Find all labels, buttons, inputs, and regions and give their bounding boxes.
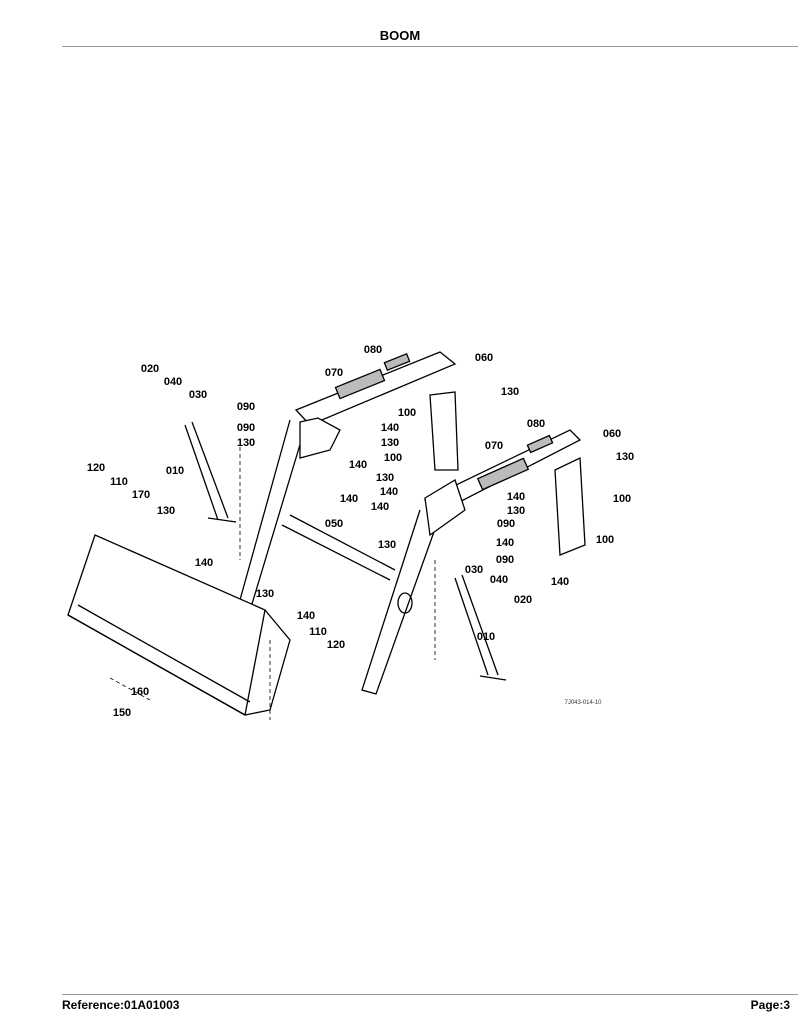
callout-label: 130 (380, 437, 400, 449)
callout-label: 140 (194, 557, 214, 569)
callout-label: 150 (112, 707, 132, 719)
cross-tube (281, 514, 396, 581)
callout-label: 130 (375, 472, 395, 484)
callout-label: 050 (324, 518, 344, 530)
callout-label: 110 (110, 476, 128, 488)
callout-label: 100 (383, 452, 403, 464)
callout-label: 140 (380, 422, 400, 434)
callout-label: 110 (309, 626, 327, 638)
right-mount-bracket (554, 456, 586, 556)
callout-label: 140 (506, 491, 526, 503)
callout-label: 040 (489, 574, 509, 586)
page-number: Page:3 (750, 998, 790, 1012)
callout-label: 080 (526, 418, 546, 430)
callout-label: 100 (595, 534, 615, 546)
callout-label: 090 (236, 422, 256, 434)
callout-label: 120 (326, 639, 346, 651)
left-boom-arm (239, 351, 457, 605)
callout-label: 020 (513, 594, 533, 606)
figure-code: 7J043-014-10 (564, 700, 602, 706)
left-stand (184, 421, 237, 523)
leader-lines (109, 440, 436, 720)
reference-number: Reference:01A01003 (62, 998, 180, 1012)
callout-label: 030 (188, 389, 208, 401)
callout-label: 140 (370, 501, 390, 513)
callout-label: 070 (484, 440, 504, 452)
callout-label: 090 (236, 401, 256, 413)
callout-label: 140 (348, 459, 368, 471)
callout-label: 070 (324, 367, 344, 379)
callout-label: 170 (131, 489, 151, 501)
footer-divider (62, 994, 798, 995)
callout-label: 060 (474, 352, 494, 364)
right-stand (454, 574, 507, 681)
left-mount-bracket (429, 391, 459, 471)
callout-label: 140 (550, 576, 570, 588)
callout-label: 100 (397, 407, 417, 419)
bucket (67, 534, 291, 717)
callout-label: 120 (86, 462, 106, 474)
callout-label: 130 (506, 505, 526, 517)
callout-label: 040 (163, 376, 183, 388)
callout-label: 130 (156, 505, 176, 517)
header-divider (62, 46, 798, 47)
callout-label: 130 (500, 386, 520, 398)
callout-label: 130 (236, 437, 256, 449)
callout-label: 140 (495, 537, 515, 549)
callout-label: 010 (476, 631, 496, 643)
right-boom-arm (361, 429, 582, 695)
callout-label: 130 (615, 451, 635, 463)
callout-label: 010 (165, 465, 185, 477)
callout-label: 080 (363, 344, 383, 356)
callout-label: 060 (602, 428, 622, 440)
callout-label: 140 (339, 493, 359, 505)
callout-label: 130 (377, 539, 397, 551)
callout-label: 090 (496, 518, 516, 530)
callout-label: 160 (130, 686, 150, 698)
callout-label: 130 (255, 588, 275, 600)
callout-label: 020 (140, 363, 160, 375)
callout-label: 090 (495, 554, 515, 566)
callout-label: 030 (464, 564, 484, 576)
page-title: BOOM (379, 28, 421, 43)
callout-label: 140 (379, 486, 399, 498)
callout-label: 100 (612, 493, 632, 505)
callout-label: 140 (296, 610, 316, 622)
